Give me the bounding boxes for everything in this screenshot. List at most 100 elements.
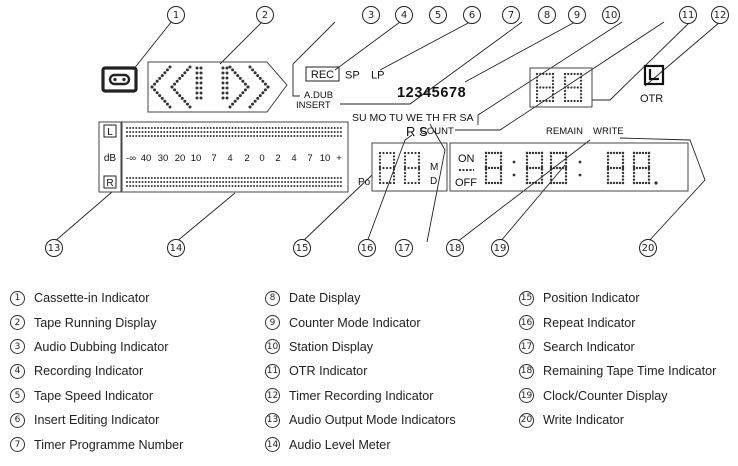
svg-text:12: 12 <box>714 10 727 21</box>
legend-item: 2 Tape Running Display <box>10 310 183 334</box>
legend-label: Audio Dubbing Indicator <box>34 339 169 354</box>
meter-scale-label: 4 <box>291 153 296 164</box>
svg-text:10: 10 <box>605 10 618 21</box>
on-label: ON <box>458 153 475 165</box>
callout-7: 7 <box>502 6 520 24</box>
level-bar-segments <box>126 127 342 187</box>
meter-scale-label: 40 <box>141 153 152 164</box>
legend-number: 20 <box>519 412 534 428</box>
d-label: D <box>430 176 437 187</box>
write-label: WRITE <box>593 126 624 137</box>
position-display: Po M D <box>358 142 448 192</box>
legend-label: Counter Mode Indicator <box>289 315 421 330</box>
callout-17: 17 <box>395 239 413 257</box>
svg-text:20: 20 <box>642 243 655 254</box>
callout-8: 8 <box>538 6 556 24</box>
legend-item: 13 Audio Output Mode Indicators <box>265 408 456 432</box>
legend-label: Position Indicator <box>543 291 640 306</box>
legend-label: Cassette-in Indicator <box>34 291 150 306</box>
db-label: dB <box>104 153 117 164</box>
legend-label: Repeat Indicator <box>543 315 636 330</box>
svg-text:11: 11 <box>682 10 695 21</box>
meter-scale-label: 10 <box>191 153 202 164</box>
callout-16: 16 <box>358 239 376 257</box>
legend-number: 8 <box>265 290 280 306</box>
legend-number: 10 <box>265 339 280 355</box>
svg-text:1: 1 <box>173 10 179 21</box>
legend-number: 3 <box>10 339 25 355</box>
rs-label: R S <box>406 124 428 139</box>
svg-text:18: 18 <box>449 243 462 254</box>
meter-scale-label: 0 <box>259 153 264 164</box>
meter-scale-label: 10 <box>320 153 331 164</box>
legend-label: Date Display <box>289 291 361 306</box>
legend-label: OTR Indicator <box>289 364 368 379</box>
meter-box <box>121 121 349 193</box>
audio-dub-label: A.DUB <box>304 90 333 101</box>
legend-number: 2 <box>10 315 25 331</box>
meter-scale-label: 2 <box>244 153 249 164</box>
legend-label: Tape Running Display <box>34 315 157 330</box>
svg-text:16: 16 <box>361 243 374 254</box>
legend-label: Search Indicator <box>543 339 635 354</box>
legend-label: Write Indicator <box>543 413 624 428</box>
cassette-icon <box>101 66 138 93</box>
svg-text:5: 5 <box>435 10 441 21</box>
tape-direction-arrows-icon <box>150 65 270 109</box>
callout-14: 14 <box>167 239 185 257</box>
svg-text:2: 2 <box>262 10 268 21</box>
meter-scale-label: 30 <box>158 153 169 164</box>
legend-number: 18 <box>519 363 534 379</box>
legend-item: 18 Remaining Tape Time Indicator <box>519 359 716 383</box>
svg-text:6: 6 <box>469 10 475 21</box>
lp-label: LP <box>371 70 384 82</box>
legend-label: Clock/Counter Display <box>543 388 668 403</box>
svg-text:13: 13 <box>48 243 61 254</box>
legend-label: Audio Level Meter <box>289 437 391 452</box>
callout-4: 4 <box>395 6 413 24</box>
m-label: M <box>430 162 438 173</box>
meter-scale-label: 4 <box>227 153 232 164</box>
callout-13: 13 <box>45 239 63 257</box>
callout-3: 3 <box>362 6 380 24</box>
svg-text:8: 8 <box>544 10 550 21</box>
legend-label: Audio Output Mode Indicators <box>289 413 456 428</box>
legend-label: Station Display <box>289 339 373 354</box>
svg-text:3: 3 <box>368 10 374 21</box>
svg-text:15: 15 <box>296 243 309 254</box>
display-panel-illustration: REC SP LP A.DUB INSERT 12345678 OTR SU M… <box>45 6 729 257</box>
legend-number: 14 <box>265 437 280 453</box>
legend-label: Remaining Tape Time Indicator <box>543 364 717 379</box>
legend-label: Timer Programme Number <box>34 437 184 452</box>
position-digits-icon <box>378 151 421 185</box>
legend-label: Recording Indicator <box>34 364 144 379</box>
tape-running-display <box>147 61 288 113</box>
callout-1: 1 <box>167 6 185 24</box>
legend-number: 15 <box>519 290 534 306</box>
legend-item: 14 Audio Level Meter <box>265 432 456 456</box>
programme-numbers: 12345678 <box>397 85 466 101</box>
callout-20: 20 <box>639 239 657 257</box>
remain-label: REMAIN <box>546 126 583 137</box>
timer-recording-icon <box>643 64 665 86</box>
meter-scale-label: + <box>336 153 342 164</box>
callout-10: 10 <box>602 6 620 24</box>
legend-item: 10 Station Display <box>265 335 456 359</box>
meter-scale-label: 7 <box>211 153 216 164</box>
clock-counter-display: ON OFF <box>449 142 689 192</box>
day-of-week-labels: SU MO TU WE TH FR SA <box>352 112 474 124</box>
callout-5: 5 <box>429 6 447 24</box>
meter-scale-label: -∞ <box>126 153 136 164</box>
legend-number: 9 <box>265 315 280 331</box>
legend-number: 13 <box>265 412 280 428</box>
